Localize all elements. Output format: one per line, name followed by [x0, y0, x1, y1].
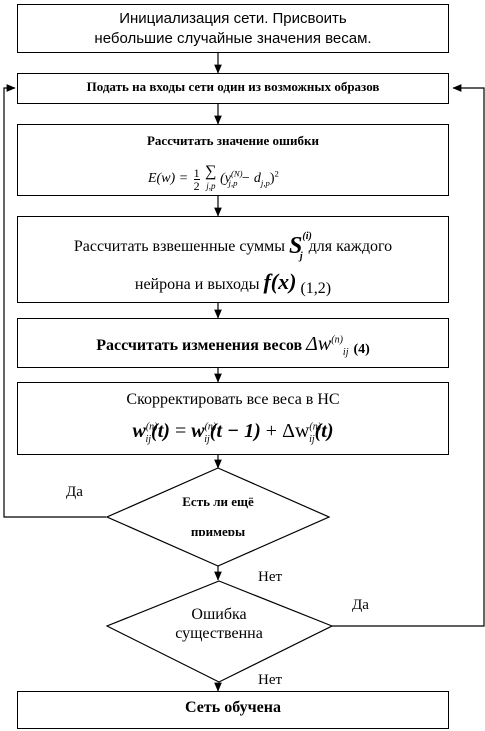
error-yes-label: Да: [352, 597, 369, 613]
more-examples-diamond: [106, 467, 330, 567]
input-text: Подать на входы сети один из возможных о…: [86, 79, 380, 94]
more-yes-label: Да: [66, 484, 83, 500]
sum-symbol: ∑ j,p: [205, 163, 217, 192]
formula-lhs: E(w) =: [148, 171, 189, 187]
more-examples-line2: примеры: [190, 524, 246, 536]
frac-den: 2: [193, 178, 200, 193]
error-box: Рассчитать значение ошибки E(w) = 1 2 ∑ …: [17, 124, 449, 196]
init-box: Инициализация сети. Присвоить небольшие …: [17, 4, 449, 53]
input-box: Подать на входы сети один из возможных о…: [17, 73, 449, 104]
trained-text: Сеть обучена: [185, 699, 281, 716]
error-significant-diamond: [106, 580, 334, 683]
error-significant-line1: Ошибка: [191, 606, 247, 623]
correct-box: Скорректировать все веса в НС w(n)ij(t) …: [17, 382, 449, 455]
formula-fraction: 1 2: [193, 165, 200, 193]
correct-formula: w(n)ij(t) = w(n)ij(t − 1) + Δw(n)ij(t): [132, 420, 334, 445]
error-formula: E(w) = 1 2 ∑ j,p (y(N)j,p − dj,p)2: [148, 163, 279, 193]
changes-line: Рассчитать изменения весов Δw(n)ij (4): [96, 333, 370, 358]
more-no-label: Нет: [258, 569, 283, 585]
delta-w-symbol: Δw(n)ij: [306, 333, 349, 358]
sums-box: Рассчитать взвешенные суммы S(i)j для ка…: [17, 216, 449, 303]
formula-y: (y: [220, 171, 231, 187]
correct-line1: Скорректировать все веса в НС: [126, 391, 340, 408]
edge-more-yes-loop: [3, 84, 106, 518]
error-title: Рассчитать значение ошибки: [146, 133, 319, 148]
init-text: Инициализация сети. Присвоить небольшие …: [94, 10, 372, 47]
edge-error-yes-loop: [332, 84, 485, 627]
s-symbol: S(i)j: [289, 231, 312, 262]
sums-line1: Рассчитать взвешенные суммы S(i)j для ка…: [73, 231, 393, 262]
trained-box: Сеть обучена: [17, 691, 449, 729]
more-examples-line1: Есть ли ещё: [182, 494, 254, 509]
f-symbol: f(x): [263, 269, 297, 294]
error-significant-line2: существенна: [175, 625, 263, 642]
changes-box: Рассчитать изменения весов Δw(n)ij (4): [17, 318, 449, 368]
formula-d: − d: [237, 171, 261, 187]
error-no-label: Нет: [258, 672, 283, 688]
frac-num: 1: [193, 165, 200, 180]
sums-line2: нейрона и выходы f(x) (1,2): [134, 269, 332, 297]
